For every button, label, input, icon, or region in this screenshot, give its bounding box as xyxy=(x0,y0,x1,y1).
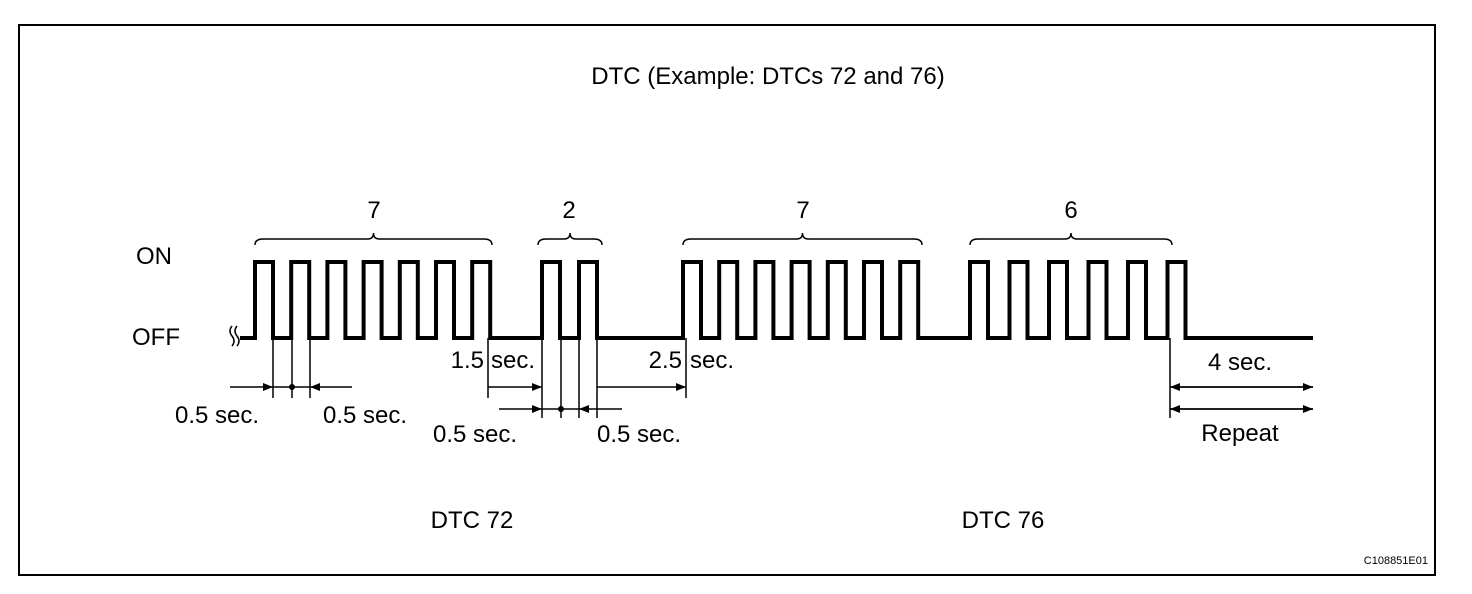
code-gap-unit: sec. xyxy=(690,347,734,374)
timing-point-dot xyxy=(289,384,295,390)
group-count-label: 6 xyxy=(1064,197,1077,224)
pulse-group-braces xyxy=(254,232,1173,246)
gap-width-label: 0.5 sec. xyxy=(323,402,407,429)
group-brace xyxy=(969,232,1173,246)
group-brace xyxy=(537,232,603,246)
group-brace xyxy=(254,232,493,246)
pulse-waveform xyxy=(240,260,1313,340)
pulse-width-label: 0.5 sec. xyxy=(175,402,259,429)
pulse-signal-line xyxy=(240,260,1313,340)
figure-id: C108851E01 xyxy=(1364,555,1428,567)
diagram-frame xyxy=(18,24,1436,576)
on-level-label: ON xyxy=(136,243,172,270)
gap-width-label: 0.5 sec. xyxy=(597,421,681,448)
group-brace xyxy=(682,232,923,246)
digit-gap-value: 1.5 xyxy=(451,347,484,374)
timing-point-dot xyxy=(558,406,564,412)
pulse-width-label: 0.5 sec. xyxy=(433,421,517,448)
group-count-label: 2 xyxy=(562,197,575,224)
timing-dimension-lines xyxy=(230,338,1313,418)
dtc-code-label: DTC 72 xyxy=(431,507,514,534)
diagram-title: DTC (Example: DTCs 72 and 76) xyxy=(591,63,944,90)
repeat-label: Repeat xyxy=(1201,420,1279,447)
digit-gap-unit: sec. xyxy=(491,347,535,374)
dtc-code-label: DTC 76 xyxy=(962,507,1045,534)
group-count-label: 7 xyxy=(796,197,809,224)
off-level-label: OFF xyxy=(132,324,180,351)
code-gap-value: 2.5 xyxy=(649,347,682,374)
waveform-break-symbol xyxy=(229,325,240,347)
group-count-label: 7 xyxy=(367,197,380,224)
repeat-interval-label: 4 sec. xyxy=(1208,349,1272,376)
